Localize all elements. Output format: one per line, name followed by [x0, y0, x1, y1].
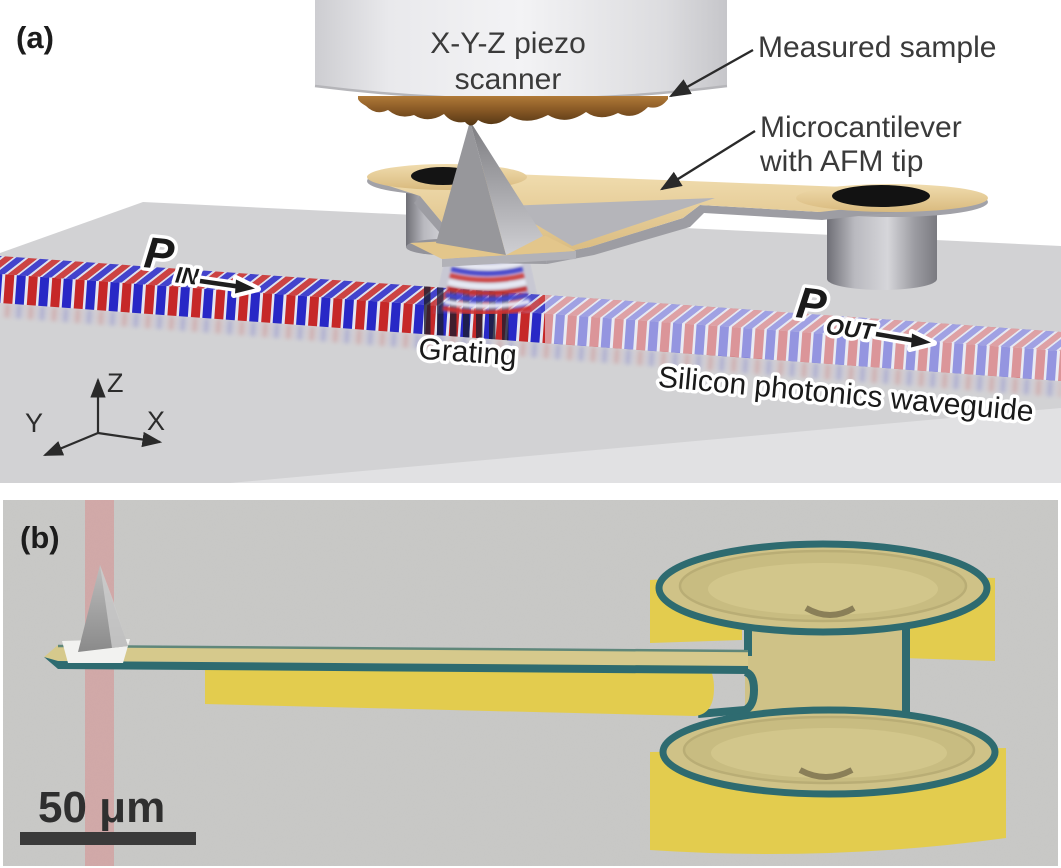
- floor-front-edge: [230, 408, 1061, 483]
- waveguide-position-stripe: [85, 500, 114, 866]
- sem-disc-upper: [655, 540, 991, 636]
- measured-sample-shape: [358, 96, 668, 126]
- plate-front-thickness: [545, 203, 905, 264]
- piezo-scanner-label-line2: scanner: [455, 63, 562, 96]
- panel-a: (a) X-Y-Z piezo scanner Measured sample …: [0, 0, 1061, 483]
- light-fountain: [432, 252, 542, 314]
- support-post-right: [827, 213, 937, 290]
- lower-dimple: [798, 767, 854, 780]
- panel-a-tag: (a): [16, 20, 54, 55]
- plate-cutout: [505, 198, 715, 246]
- sem-cantilever-beam: [44, 644, 749, 674]
- axis-z-label: Z: [107, 368, 124, 398]
- axis-y-label: Y: [25, 408, 43, 438]
- afm-tip-assembly: [410, 121, 576, 267]
- p-in-arrow: [194, 275, 261, 298]
- upper-dimple: [804, 605, 856, 618]
- measured-sample-label: Measured sample: [758, 31, 996, 64]
- waveguide-reflection: [0, 303, 1061, 397]
- scale-bar-label: 50 μm: [38, 783, 165, 832]
- grating-label: Grating: [414, 329, 521, 376]
- sem-afm-tip: [62, 565, 130, 663]
- p-out-arrow: [870, 328, 937, 352]
- svg-text:Grating: Grating: [417, 333, 517, 373]
- afm-tip-pyramid-right-face: [470, 121, 543, 255]
- afm-tip-pyramid-left-face: [436, 121, 506, 255]
- attenuated-output-overlay: [545, 295, 1061, 381]
- piezo-scanner-label: X-Y-Z piezo scanner: [430, 27, 586, 96]
- scale-bar: [20, 832, 196, 845]
- microcantilever-label: Microcantilever with AFM tip: [759, 111, 962, 178]
- sem-cantilever-underbeam: [205, 660, 714, 716]
- coordinate-axes: Z X Y: [25, 368, 165, 457]
- right-disc-hole: [832, 185, 930, 207]
- beam-slot-edge: [697, 668, 759, 718]
- tip-pyramid-highlight: [100, 565, 128, 648]
- tip-plate-edge: [442, 251, 576, 267]
- measured-sample-arrow: [668, 48, 754, 98]
- piezo-scanner-cylinder: [315, 0, 727, 99]
- microcantilever-arrow: [659, 129, 756, 191]
- p-in-symbol: P: [142, 228, 177, 280]
- microcantilever-label-line2: with AFM tip: [759, 145, 923, 178]
- piezo-scanner-label-line1: X-Y-Z piezo: [430, 27, 586, 60]
- panel-b: 50 μm (b): [3, 500, 1058, 866]
- panel-b-tag: (b): [20, 520, 60, 555]
- sem-disc-lower: [659, 706, 999, 798]
- p-in-subscript: IN: [174, 261, 200, 289]
- microcantilever-label-line1: Microcantilever: [760, 111, 962, 144]
- axis-x-label: X: [147, 406, 165, 436]
